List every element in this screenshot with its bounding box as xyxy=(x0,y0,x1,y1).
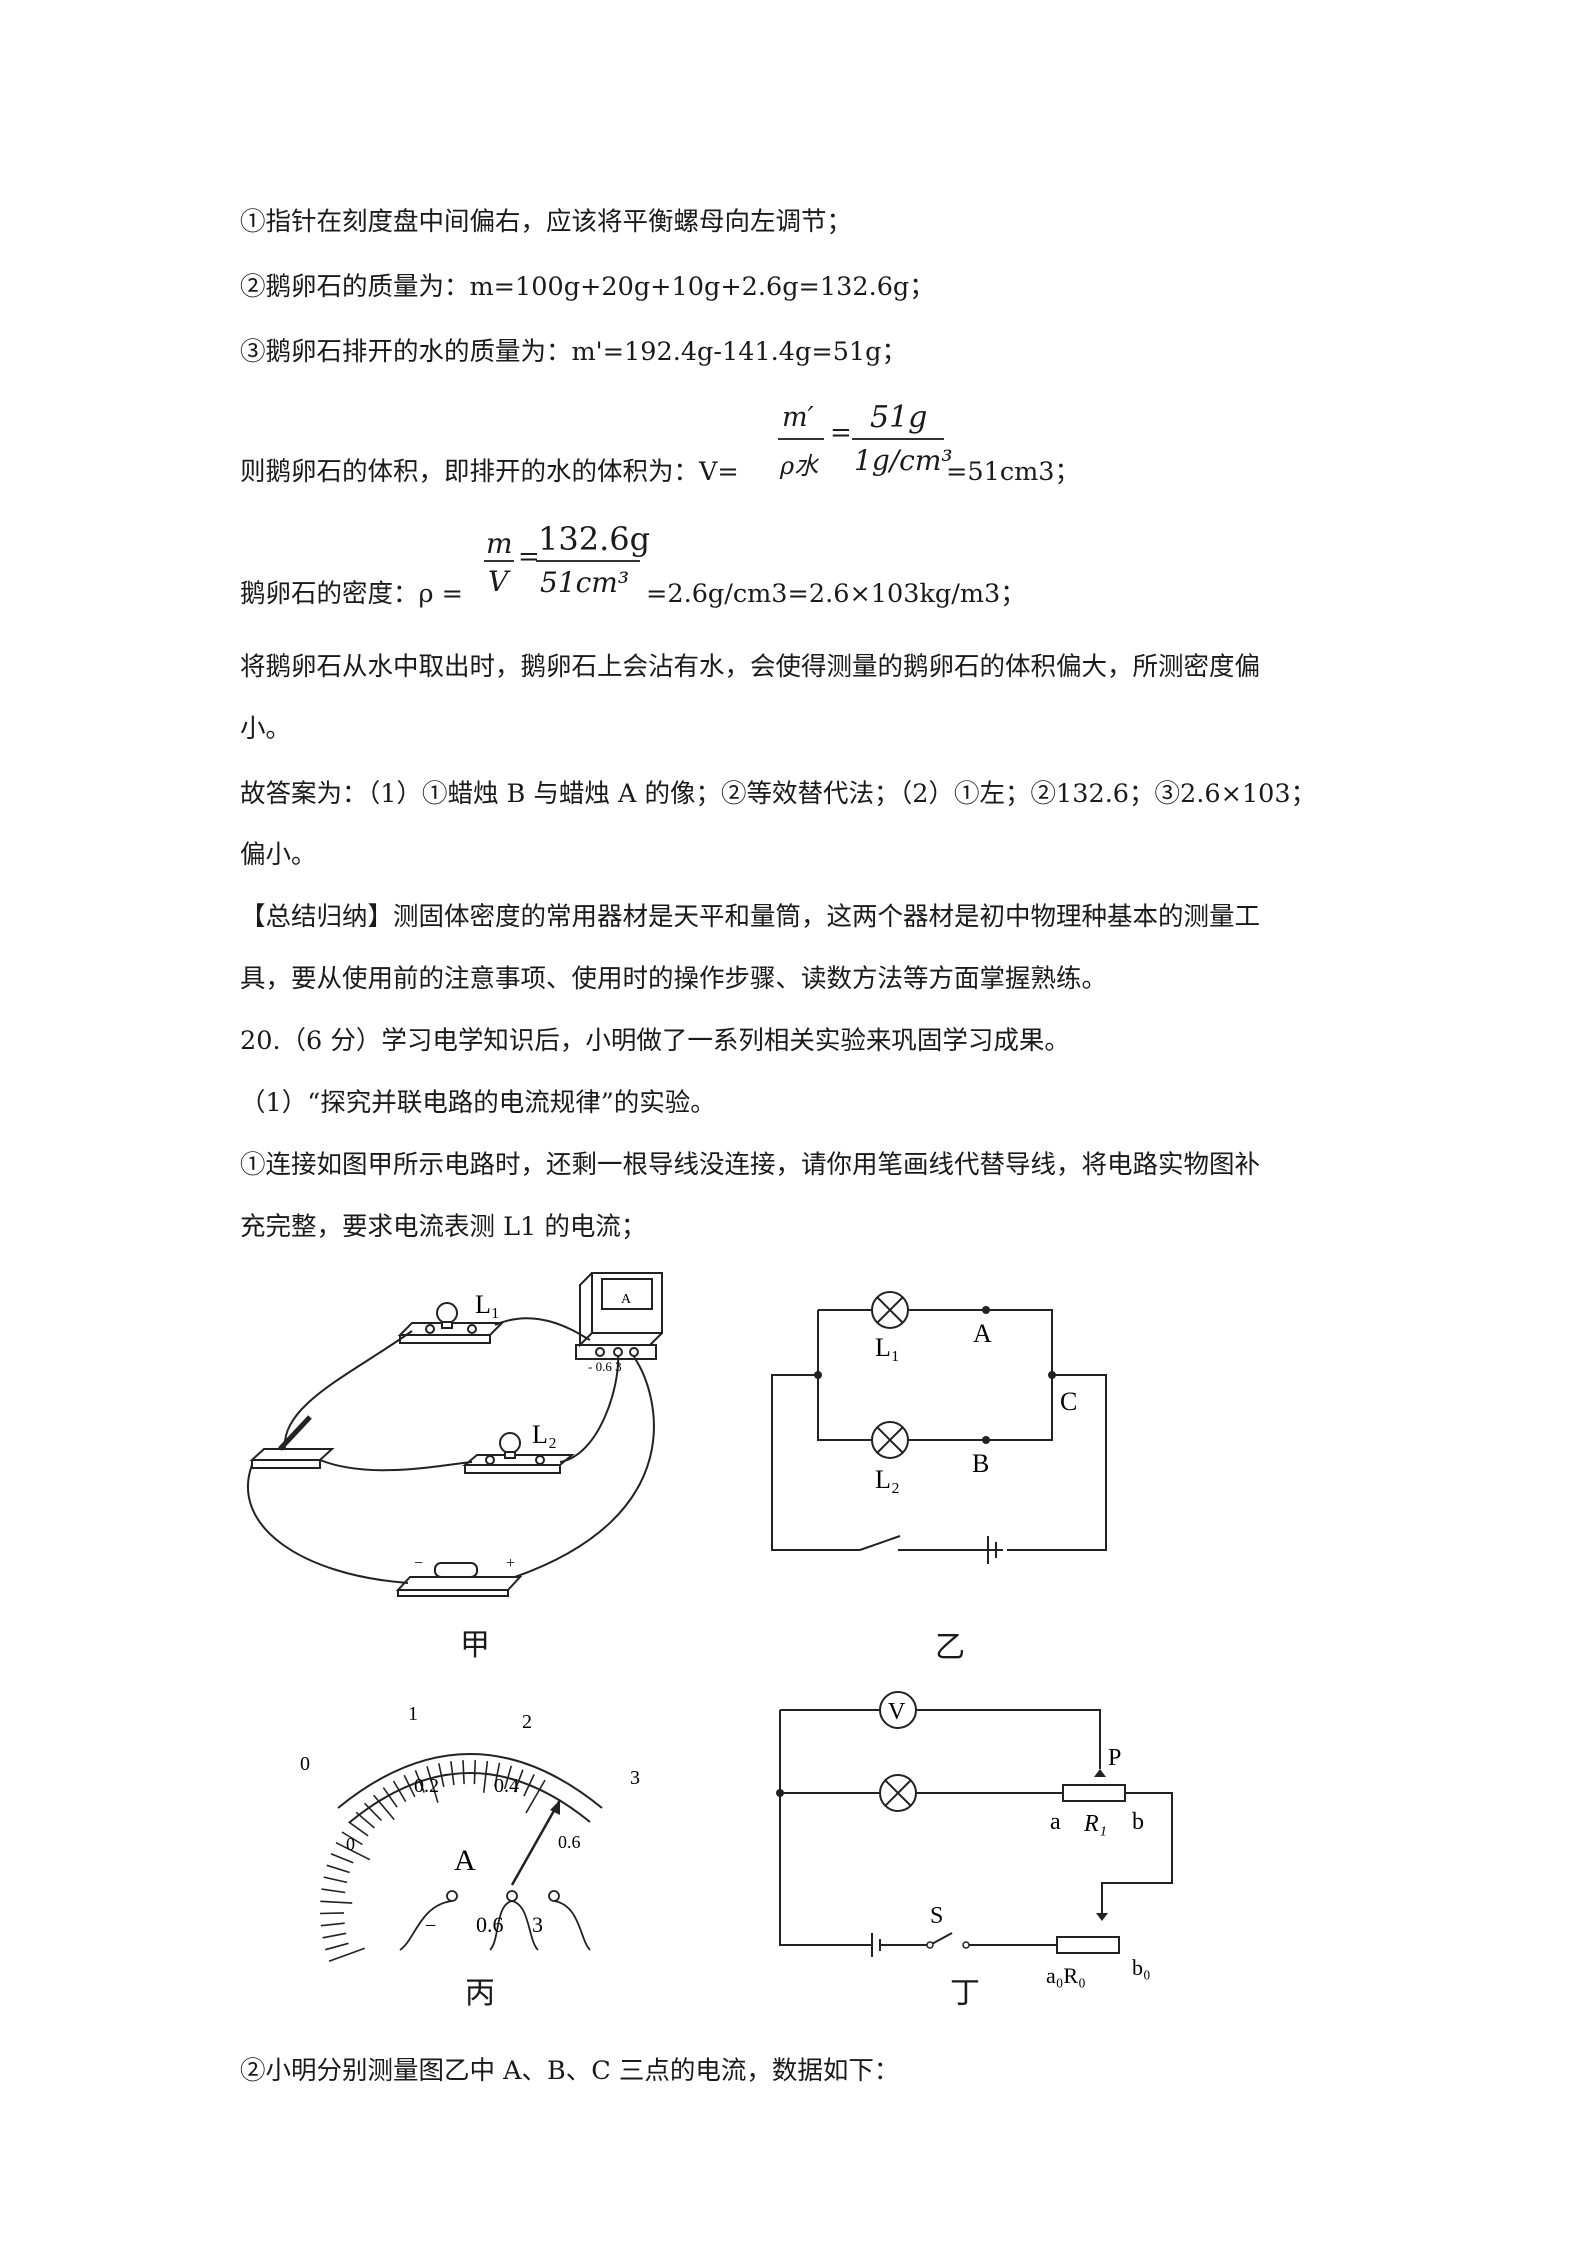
figure-yi-schematic: L₁ A C B L₂ xyxy=(771,1291,1107,1564)
dial-tick xyxy=(372,1794,395,1821)
dial-tick xyxy=(320,1900,353,1904)
dial-tick xyxy=(335,1841,371,1861)
summary-line-2: 具，要从使用前的注意事项、使用时的操作步骤、读数方法等方面掌握熟练。 xyxy=(240,964,1108,994)
answer-line-3: ③鹅卵石排开的水的质量为：m'=192.4g-141.4g=51g； xyxy=(240,337,907,367)
formula-rho-bar1 xyxy=(484,560,514,562)
yi-L1-label: L₁ xyxy=(875,1333,900,1362)
dial-tick xyxy=(319,1912,345,1915)
density-formula-suffix: =2.6g/cm3=2.6×103kg/m3； xyxy=(646,579,1026,609)
formula-rho-den2: 51cm³ xyxy=(540,566,630,599)
figure-jia-caption: 甲 xyxy=(460,1628,490,1663)
formula-v-num1: m′ xyxy=(782,402,814,433)
dial-tick xyxy=(364,1802,382,1821)
bing-terminal-06: 0.6 xyxy=(476,1912,504,1937)
jia-battery-plus: + xyxy=(506,1555,515,1572)
ding-switch-S: S xyxy=(930,1903,943,1929)
ding-b0-label: b₀ xyxy=(1132,1955,1151,1980)
figure-ding-schematic: V P a R₁ b S a₀R₀ b₀ xyxy=(776,1691,1173,1988)
yi-point-B: B xyxy=(972,1449,989,1478)
dial-tick xyxy=(323,1876,348,1884)
yi-point-C: C xyxy=(1060,1387,1077,1416)
ding-R1-label: R₁ xyxy=(1083,1811,1107,1837)
dial-tick xyxy=(525,1779,546,1814)
answer-line-1: ①指针在刻度盘中间偏右，应该将平衡螺母向左调节； xyxy=(240,207,853,237)
bing-scale-top-1: 1 xyxy=(408,1703,418,1725)
bing-scale-bottom-02: 0.2 xyxy=(414,1775,439,1797)
dial-tick xyxy=(320,1922,345,1927)
dial-tick xyxy=(322,1932,347,1939)
answer-line-7: 小。 xyxy=(240,714,292,744)
formula-v-num2: 51g xyxy=(870,400,928,435)
bing-scale-bottom-0: 0 xyxy=(346,1834,355,1854)
answer-line-2: ②鹅卵石的质量为：m=100g+20g+10g+2.6g=132.6g； xyxy=(240,272,935,302)
formula-v-equals: = xyxy=(830,418,852,448)
answer-line-6: 将鹅卵石从水中取出时，鹅卵石上会沾有水，会使得测量的鹅卵石的体积偏大，所测密度偏 xyxy=(240,652,1261,682)
dial-tick xyxy=(328,1947,366,1963)
ding-a0R0-label: a₀R₀ xyxy=(1046,1963,1086,1988)
figure-jia-circuit: L₁ L₂ A - 0.6 3 − + xyxy=(246,1272,663,1597)
density-formula-prefix: 鹅卵石的密度：ρ = xyxy=(240,579,463,609)
dial-tick xyxy=(330,1853,354,1864)
answer-line-9: 偏小。 xyxy=(240,840,317,870)
bing-scale-top-0: 0 xyxy=(300,1753,310,1775)
dial-tick xyxy=(382,1787,398,1808)
ding-end-a: a xyxy=(1050,1809,1061,1835)
volume-formula-suffix: =51cm3； xyxy=(946,457,1080,487)
formula-v-bar1 xyxy=(778,438,824,440)
question-20-part1: （1）“探究并联电路的电流规律”的实验。 xyxy=(240,1088,716,1118)
formula-rho-num2: 132.6g xyxy=(538,520,651,558)
dial-tick xyxy=(325,1942,349,1951)
answer-line-8: 故答案为：（1）①蜡烛 B 与蜡烛 A 的像；②等效替代法；（2）①左；②132… xyxy=(240,779,1317,809)
ding-voltmeter-symbol: V xyxy=(888,1699,906,1725)
formula-v-bar2 xyxy=(852,438,944,440)
figure-bing-ammeter-dial: 0 1 2 3 0 0.2 0.4 0.6 A − 0.6 3 xyxy=(300,1703,640,1963)
dial-tick xyxy=(341,1831,363,1846)
dial-tick xyxy=(392,1780,407,1803)
figure-yi-caption: 乙 xyxy=(935,1630,965,1665)
question-20-data-intro: ②小明分别测量图乙中 A、B、C 三点的电流，数据如下： xyxy=(240,2056,900,2086)
ding-end-b: b xyxy=(1132,1809,1144,1835)
formula-rho-num1: m xyxy=(486,527,513,560)
volume-formula-line: 则鹅卵石的体积，即排开的水的体积为：V= xyxy=(240,455,739,489)
dial-tick xyxy=(426,1766,439,1803)
jia-battery-minus: − xyxy=(414,1555,423,1572)
volume-formula-prefix: 则鹅卵石的体积，即排开的水的体积为：V= xyxy=(240,457,739,487)
formula-v-den1: ρ水 xyxy=(780,452,819,480)
bing-meter-symbol: A xyxy=(454,1844,476,1877)
dial-tick xyxy=(326,1864,350,1874)
formula-rho-den1: V xyxy=(488,565,509,598)
yi-L2-label: L₂ xyxy=(875,1465,900,1494)
dial-tick xyxy=(482,1760,489,1793)
bing-terminal-3: 3 xyxy=(532,1912,543,1937)
formula-v-den2: 1g/cm³ xyxy=(854,444,953,477)
formula-rho-bar2 xyxy=(536,560,640,562)
jia-meter-symbol: A xyxy=(621,1292,632,1307)
dial-tick xyxy=(321,1888,346,1894)
bing-scale-bottom-06: 0.6 xyxy=(558,1832,581,1852)
yi-point-A: A xyxy=(973,1319,992,1348)
formula-rho-equals: = xyxy=(518,542,540,572)
figure-ding-caption: 丁 xyxy=(950,1976,980,2011)
density-formula-line: 鹅卵石的密度：ρ = xyxy=(240,577,463,611)
summary-line-1: 【总结归纳】测固体密度的常用器材是天平和量筒，这两个器材是初中物理种基本的测量工 xyxy=(240,902,1261,932)
jia-meter-terminals: - 0.6 3 xyxy=(588,1359,622,1374)
bing-terminal-minus: − xyxy=(425,1915,436,1937)
jia-L1-label: L₁ xyxy=(475,1290,500,1319)
bing-scale-top-2: 2 xyxy=(522,1711,532,1733)
question-20-instruction-2: 充完整，要求电流表测 L1 的电流； xyxy=(240,1212,647,1242)
bing-scale-top-3: 3 xyxy=(630,1767,640,1789)
question-20-instruction-1: ①连接如图甲所示电路时，还剩一根导线没连接，请你用笔画线代替导线，将电路实物图补 xyxy=(240,1150,1261,1180)
dial-tick xyxy=(348,1821,369,1837)
bing-scale-bottom-04: 0.4 xyxy=(494,1775,519,1797)
figure-bing-caption: 丙 xyxy=(465,1976,495,2011)
ding-slider-P: P xyxy=(1108,1745,1121,1771)
jia-L2-label: L₂ xyxy=(532,1420,557,1449)
question-20-title: 20.（6 分）学习电学知识后，小明做了一系列相关实验来巩固学习成果。 xyxy=(240,1026,1070,1056)
